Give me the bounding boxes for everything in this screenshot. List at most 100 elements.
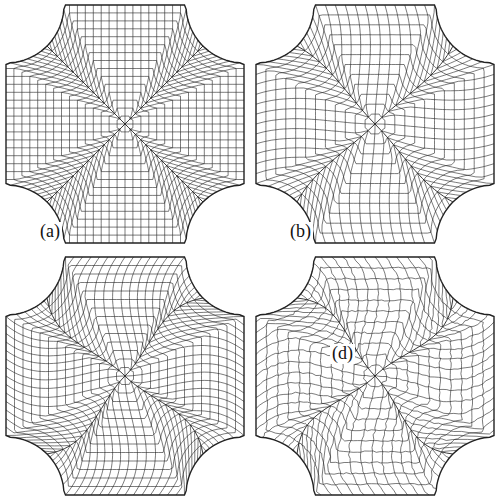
mesh-line [322,257,351,495]
mesh-line [6,317,244,343]
mesh-diagonal [47,298,125,376]
mesh-diagonal [125,46,203,124]
mesh-line [6,380,244,406]
mesh-line [31,425,218,461]
mesh-line [256,383,494,414]
mesh-line [27,45,222,72]
mesh-line [6,400,244,428]
mesh-line [446,43,485,206]
mesh-line [6,329,244,356]
mesh-line [256,109,494,120]
mesh-diagonal [375,298,453,376]
mesh-line [6,69,244,88]
mesh-diagonal [125,298,203,376]
mesh-line [6,409,244,435]
mesh-diagonal [297,376,375,454]
mesh-boundary [297,257,453,298]
mesh-line [6,92,244,103]
mesh-boundary [47,257,203,298]
mesh-diagonal [47,376,125,454]
mesh-line [6,108,244,114]
mesh-line [6,323,244,351]
mesh-line [411,5,434,243]
mesh-line [44,266,206,307]
mesh-line [338,257,369,495]
mesh-line [20,53,229,78]
mesh-diagonal [375,124,453,202]
mesh-line [282,426,467,464]
mesh-line [6,84,244,98]
mesh-line [6,100,244,108]
mesh-line [276,38,313,210]
mesh-line [6,129,244,132]
mesh-diagonal [47,46,125,124]
mesh-line [256,129,494,140]
mesh-line [322,5,344,243]
mesh-boundary [453,298,494,454]
mesh-boundary [47,5,203,46]
mesh-line [6,134,244,140]
mesh-line [437,38,474,210]
mesh-line [411,264,441,489]
mesh-line [256,324,494,353]
mesh-boundary [47,202,203,243]
mesh-line [36,283,213,321]
mesh-line [256,319,494,347]
mesh-boundary [47,454,203,495]
mesh-line [44,446,206,487]
mesh-diagonal [47,124,125,202]
mesh-line [41,438,210,478]
mesh-line [286,33,319,215]
mesh-line [20,171,229,196]
mesh-line [6,155,244,171]
mesh-line [66,257,92,495]
mesh-line [6,336,244,364]
mesh-line [294,15,457,54]
mesh-line [289,186,461,223]
mesh-line [6,140,244,148]
mesh-line [277,45,472,76]
mesh-line [37,29,212,62]
mesh-line [294,195,457,234]
mesh-line [284,35,466,68]
mesh-line [33,37,217,67]
panel-label: (b) [288,222,313,242]
mesh-line [31,291,218,327]
mesh-line [398,257,428,495]
mesh-line [256,98,494,111]
mesh-line [256,71,494,93]
panel-label: (d) [330,344,355,364]
mesh-line [388,5,401,243]
mesh-diagonal [375,46,453,124]
mesh-line [10,61,239,83]
mesh-line [288,278,461,319]
mesh-line [293,444,457,485]
mesh-line [6,160,244,179]
mesh-line [284,180,466,213]
mesh-line [424,283,463,468]
mesh-diagonal [125,124,203,202]
mesh-line [256,400,494,429]
mesh-line [256,160,494,183]
mesh-line [256,78,494,99]
mesh-line [44,197,206,235]
mesh-line [6,116,244,119]
mesh-line [266,43,305,206]
mesh-line [339,5,356,243]
mesh-line [256,392,494,423]
mesh-diagonal [297,124,375,202]
mesh-line [187,292,227,461]
mesh-line [382,257,413,495]
mesh-line [256,137,494,150]
mesh-line [431,33,464,215]
mesh-line [256,155,494,177]
mesh-boundary [256,298,297,454]
mesh-line [6,150,244,164]
mesh-line [6,388,244,416]
mesh-boundary [297,5,453,46]
mesh-line [6,145,244,156]
mesh-line [432,289,473,462]
mesh-boundary [297,202,453,243]
